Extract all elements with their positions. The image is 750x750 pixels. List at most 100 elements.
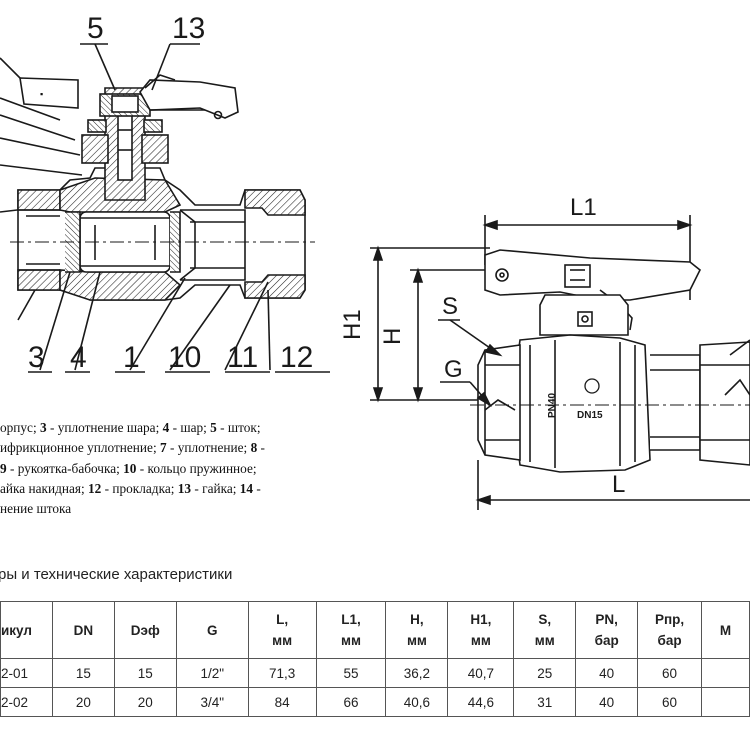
legend-part-text: орпус; — [0, 420, 40, 435]
callout-5: 5 — [87, 12, 104, 45]
column-header-text: бар — [594, 633, 619, 648]
legend-part-number: 3 — [39, 420, 47, 435]
column-header: икул — [0, 601, 53, 659]
dim-L1: L1 — [570, 194, 597, 221]
column-header-text: мм — [406, 633, 427, 648]
legend-line: айка накидная; 12 - прокладка; 13 - гайк… — [0, 479, 360, 499]
table-cell: 20 — [113, 687, 177, 717]
logo-mark — [584, 378, 600, 394]
table-cell: 40,6 — [385, 687, 449, 717]
legend-line: орпус; 3 - уплотнение шара; 4 - шар; 5 -… — [0, 418, 360, 438]
table-cell: 40,7 — [447, 658, 515, 688]
table-cell: 60 — [637, 687, 703, 717]
table-cell: 71,3 — [247, 658, 317, 688]
column-header-text: мм — [534, 633, 555, 648]
callout-1: 1 — [123, 341, 140, 374]
legend-part-number: 8 — [250, 440, 258, 456]
table-cell — [701, 687, 750, 717]
legend-part-number: 9 — [0, 460, 7, 476]
mark-dn15: DN15 — [577, 410, 603, 421]
table-cell: 20 — [51, 687, 115, 717]
legend-part-number: 4 — [162, 420, 170, 435]
column-header-text: мм — [341, 633, 362, 648]
legend-part-number: 12 — [88, 480, 102, 496]
callout-13: 13 — [172, 12, 205, 45]
table-cell: 25 — [513, 658, 577, 688]
table-cell: 1/2" — [175, 658, 249, 688]
legend-part-text: - уплотнение; — [166, 440, 251, 456]
table-cell: 60 — [637, 658, 703, 688]
column-header-text: H1, — [470, 612, 492, 627]
column-header-text: Pпр, — [654, 612, 685, 627]
legend-part-text: - уплотнение шара; — [46, 420, 163, 435]
parts-legend: орпус; 3 - уплотнение шара; 4 - шар; 5 -… — [0, 418, 360, 519]
legend-part-number: 13 — [177, 480, 192, 496]
table-cell: 15 — [113, 658, 177, 688]
legend-part-text: - рукоятка-бабочка; — [6, 460, 124, 476]
table-cell: 36,2 — [385, 658, 449, 688]
legend-part-text: - гайка; — [191, 480, 240, 496]
legend-part-text: - кольцо пружинное; — [136, 460, 257, 476]
section-title: ры и технические характеристики — [0, 566, 233, 583]
callout-12: 12 — [280, 341, 313, 374]
column-header-text: DN — [73, 622, 94, 638]
column-header-text: мм — [470, 633, 491, 648]
table-cell: 2-02 — [0, 687, 53, 717]
legend-part-text: - — [257, 440, 265, 456]
column-header: G — [175, 601, 249, 659]
column-header: S, мм — [513, 601, 577, 659]
legend-part-text: - прокладка; — [101, 480, 178, 496]
table-cell: 31 — [513, 687, 577, 717]
legend-part-text: ифрикционное уплотнение; — [0, 440, 160, 456]
column-header-text: M — [719, 622, 732, 638]
column-header-text: L1, — [341, 612, 361, 627]
dim-H: H — [379, 328, 406, 345]
legend-part-number: 7 — [159, 440, 167, 456]
column-header-text: бар — [657, 633, 682, 648]
dim-G: G — [444, 356, 463, 383]
column-header-text: PN, — [595, 612, 618, 627]
table-cell: 40 — [575, 687, 639, 717]
legend-part-number: 5 — [210, 420, 217, 435]
table-cell — [701, 658, 750, 688]
dimension-labels: L1 H1 H S G L — [339, 194, 625, 498]
legend-line: нение штока — [0, 499, 360, 519]
table-cell: 15 — [51, 658, 115, 688]
column-header-text: G — [206, 622, 218, 638]
legend-line: ифрикционное уплотнение; 7 - уплотнение;… — [0, 438, 360, 458]
column-header: H1, мм — [447, 601, 515, 659]
column-header: Dэф — [113, 601, 177, 659]
column-header-text: Dэф — [130, 622, 160, 638]
legend-part-text: айка накидная; — [0, 480, 89, 496]
table-cell: 55 — [315, 658, 387, 688]
callout-3: 3 — [28, 341, 45, 374]
external-view — [370, 215, 750, 510]
table-cell: 84 — [247, 687, 317, 717]
body-markings: PN40 DN15 — [547, 378, 603, 421]
callout-numbers: 5 13 3 4 1 10 11 12 — [28, 12, 313, 374]
column-header-text: S, — [538, 612, 552, 627]
callout-4: 4 — [70, 341, 87, 374]
mark-pn40: PN40 — [547, 393, 558, 418]
table-cell: 44,6 — [447, 687, 515, 717]
legend-part-text: нение штока — [0, 501, 72, 517]
table-cell: 3/4" — [175, 687, 249, 717]
column-header: M — [701, 601, 750, 659]
column-header: H,мм — [385, 601, 449, 659]
table-cell: 66 — [315, 687, 387, 717]
svg-text:▪: ▪ — [40, 89, 43, 99]
table-cell: 2-01 — [0, 658, 53, 688]
legend-part-text: - — [253, 480, 261, 496]
dim-S: S — [442, 293, 458, 320]
column-header: L1, мм — [315, 601, 387, 659]
legend-line: 9 - рукоятка-бабочка; 10 - кольцо пружин… — [0, 459, 360, 479]
legend-part-text: - шар; — [169, 420, 211, 435]
column-header-text: икул — [1, 622, 32, 638]
legend-part-text: - шток; — [216, 420, 261, 435]
column-header: Pпр, бар — [637, 601, 703, 659]
column-header: L,мм — [247, 601, 317, 659]
technical-drawing: ▪ — [0, 12, 750, 510]
